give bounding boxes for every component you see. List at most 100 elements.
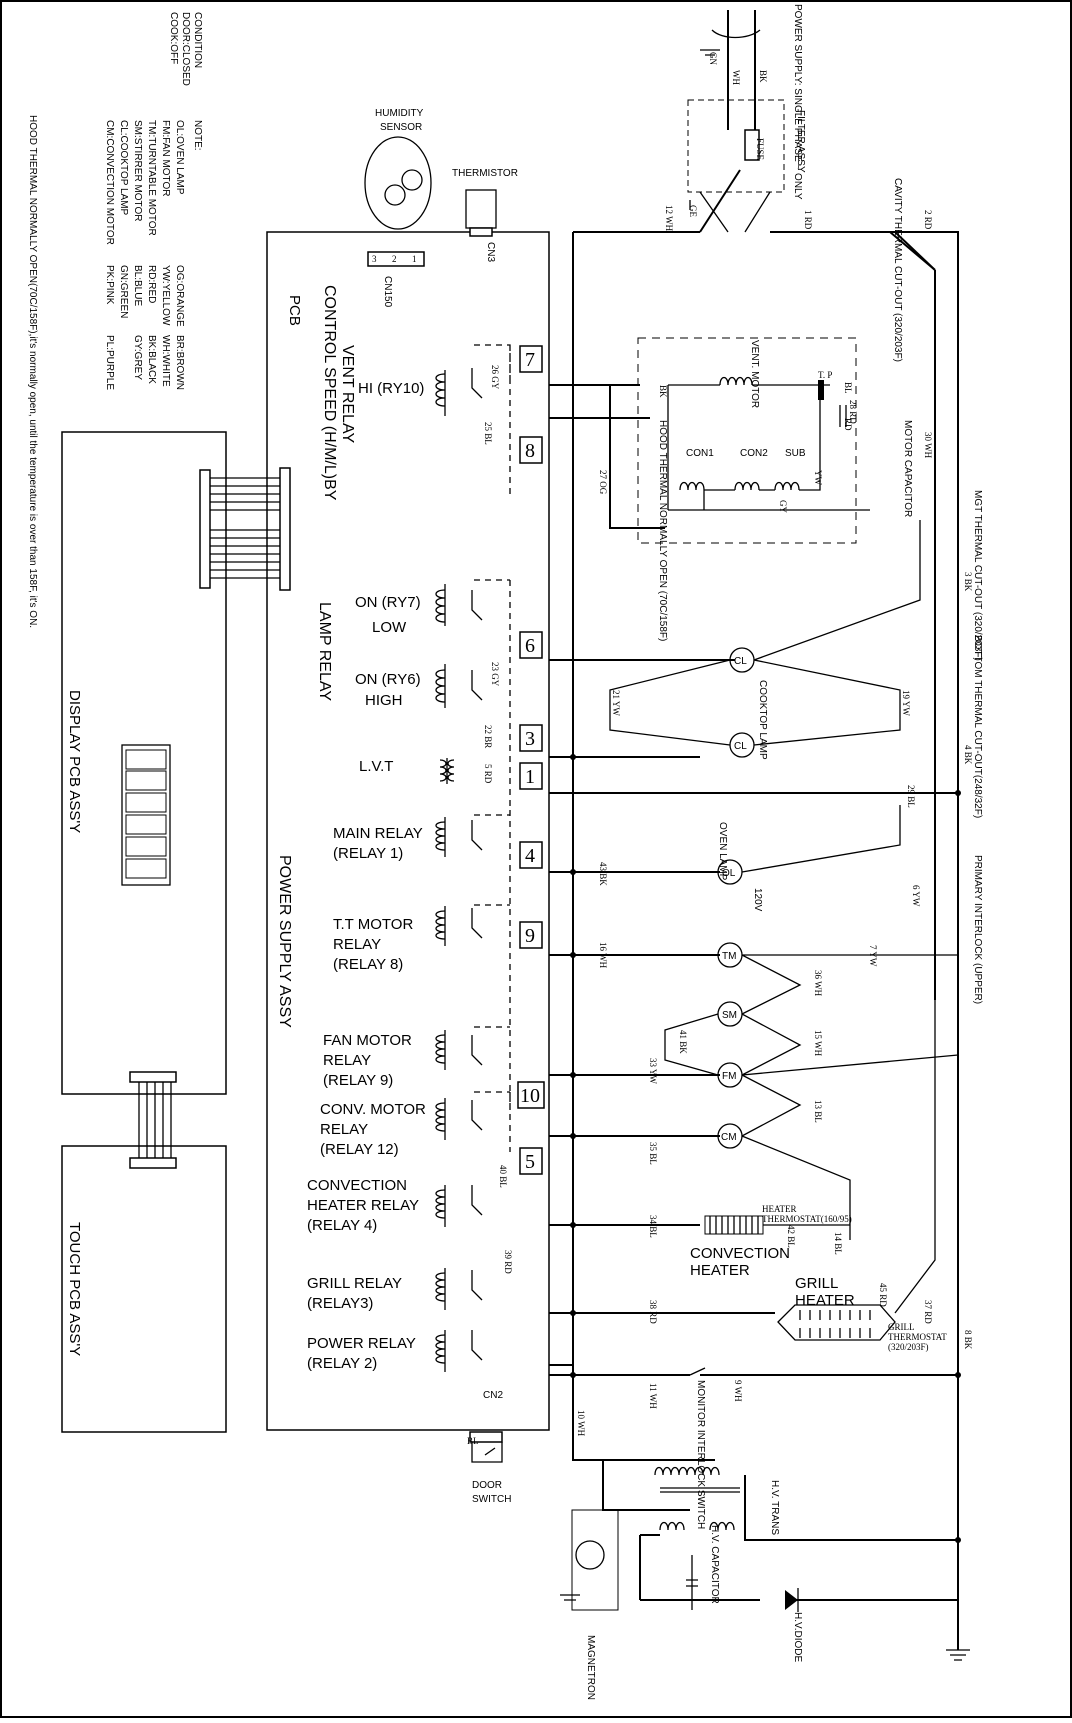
legend-condition: CONDITION (192, 12, 203, 68)
pcb-label: PCB (286, 295, 303, 326)
box-7-num: 7 (525, 349, 535, 371)
wire-label-mains-gn: GN (708, 52, 718, 65)
wire-label-1: 1 RD (803, 210, 813, 230)
pcb-connector (279, 467, 291, 591)
wire-label-21: 21 YW (611, 690, 621, 716)
relay-dashes (474, 344, 511, 1152)
wire-label-7: 7 YW (868, 945, 878, 967)
bottom-thermal-label: BOTTOM THERMAL CUT-OUT(248/32F) (972, 635, 983, 818)
legend-title: NOTE: (192, 120, 203, 151)
tm-label: TM (722, 951, 736, 962)
fm-label: FM (722, 1071, 736, 1082)
power-supply-label: POWER SUPPLY ASSY (276, 855, 293, 1028)
wire-labels: 26 GY 25 BL 27 OG 23 GY 22 BR 5 RD 43 BK… (467, 52, 973, 1446)
legend-color-yw: YW:YELLOW (160, 265, 171, 326)
wire-label-bl: BL (843, 382, 853, 394)
wire-label-42: 42 BL (786, 1225, 796, 1248)
wire-label-mains-bk: BK (758, 70, 768, 83)
ribbon-cable (138, 1082, 172, 1158)
mgt-thermal-label: MGT THERMAL CUT-OUT (320/203F) (972, 490, 983, 661)
ribbon-connector-bottom (129, 1157, 177, 1169)
motor-capacitor-label: MOTOR CAPACITOR (902, 420, 913, 517)
filter-label: FILTER ASSY (795, 110, 806, 173)
box-7 (519, 345, 543, 373)
cn150-label: CN150 (382, 276, 393, 308)
wire-label-41: 41 BK (678, 1030, 688, 1054)
pcb-label-group: PCB (286, 295, 303, 326)
door-switch-label-1: DOOR (472, 1480, 502, 1491)
wire-label-door-bl: BL (467, 1436, 479, 1446)
cn3-label: CN3 (485, 242, 496, 262)
box-6 (519, 631, 543, 659)
wire-label-45: 45 RD (878, 1283, 888, 1307)
main-relay-sub: (RELAY 1) (333, 845, 403, 862)
motors: TM SM FM CM (664, 942, 959, 1240)
display-pcb (61, 431, 227, 1095)
hv-diode-label: H.V.DIODE (792, 1612, 803, 1663)
box-10-num: 10 (520, 1085, 540, 1107)
magnetron-label: MAGNETRON (585, 1635, 596, 1700)
hv-transformer (654, 1466, 740, 1531)
legend-color-pk: PK:PINK (104, 265, 115, 305)
cn3-connector (469, 227, 493, 237)
convheat-relay-sub: HEATER RELAY (307, 1197, 419, 1214)
legend-color-bl: BL:BLUE (132, 265, 143, 306)
junction-dots (570, 754, 961, 1543)
thermistor (465, 189, 497, 229)
connector-boxes: 7 8 6 3 1 4 9 10 5 (517, 345, 545, 1175)
wire-label-rd: RD (843, 418, 853, 431)
filter-assy (687, 99, 785, 193)
control-speed-label: CONTROL SPEED (H/M/L)BY (321, 285, 338, 501)
lvt-label: L.V.T (359, 758, 393, 775)
door-switch-label-2: SWITCH (472, 1494, 511, 1505)
legend-color-gy: GY:GREY (132, 335, 143, 380)
coil-con1-label: CON1 (686, 448, 714, 459)
oven-lamp-wire (741, 805, 901, 873)
wire-label-33: 33 YW (648, 1058, 658, 1084)
humidity-label-1: HUMIDITY (375, 108, 424, 119)
wire-label-12: 12 WH (664, 205, 674, 232)
hood-note: HOOD THERMAL NORMALLY OPEN(70C/158F),it'… (27, 115, 38, 628)
heater-thermostat-label-2: THERMOSTAT(160/95) (762, 1214, 852, 1224)
wire-label-26: 26 GY (490, 365, 500, 390)
wire-label-6: 6 YW (911, 885, 921, 907)
legend-cm: CM:CONVECTION MOTOR (104, 120, 115, 245)
legend-sm: SM:STIRRER MOTOR (132, 120, 143, 221)
conv-relay-label: CONV. MOTOR (320, 1101, 426, 1118)
wire-label-30: 30 WH (923, 432, 933, 459)
vent-motor-coils (667, 376, 870, 511)
wire-label-40: 40 BL (498, 1165, 508, 1188)
mains-plug (700, 29, 761, 56)
cl-1-label: CL (734, 656, 747, 667)
tt-relay-sub: RELAY (333, 936, 381, 953)
legend-color-wh: WH:WHITE (160, 335, 171, 387)
wire-label-4: 4 BK (963, 745, 973, 765)
box-8 (519, 436, 543, 464)
grill-relay-sub: (RELAY3) (307, 1295, 373, 1312)
lamp-on7-label: ON (RY7) (355, 594, 421, 611)
convheat-relay-num: (RELAY 4) (307, 1217, 377, 1234)
wire-label-10: 10 WH (576, 1410, 586, 1437)
wire-label-43: 43 BK (598, 862, 608, 886)
fan-relay-num: (RELAY 9) (323, 1072, 393, 1089)
vent-motor-label: VENT. MOTOR (749, 340, 760, 408)
primary-interlock-label: PRIMARY INTERLOCK (UPPER) (972, 855, 983, 1004)
hood-note-text: HOOD THERMAL NORMALLY OPEN(70C/158F),it'… (27, 115, 38, 628)
wire-label-bk: BK (658, 385, 668, 398)
humidity-sensor (364, 136, 432, 230)
cn150-connector (367, 251, 425, 267)
grill-heater-label-2: HEATER (795, 1292, 855, 1309)
convection-heater-coil (709, 1216, 759, 1234)
legend-color-pl: PL:PURPLE (104, 335, 115, 390)
fuse (744, 129, 760, 161)
cooktop-lamps: CL CL COOKTOP LAMP (609, 520, 921, 760)
legend-color-og: OG:ORANGE (174, 265, 185, 327)
ground-symbol (560, 1594, 970, 1661)
lamp-high-label: HIGH (365, 692, 403, 709)
cn2-label: CN2 (483, 1390, 503, 1401)
conv-relay-num: (RELAY 12) (320, 1141, 399, 1158)
wire-label-8: 8 BK (963, 1330, 973, 1350)
touch-pcb (61, 1145, 227, 1433)
